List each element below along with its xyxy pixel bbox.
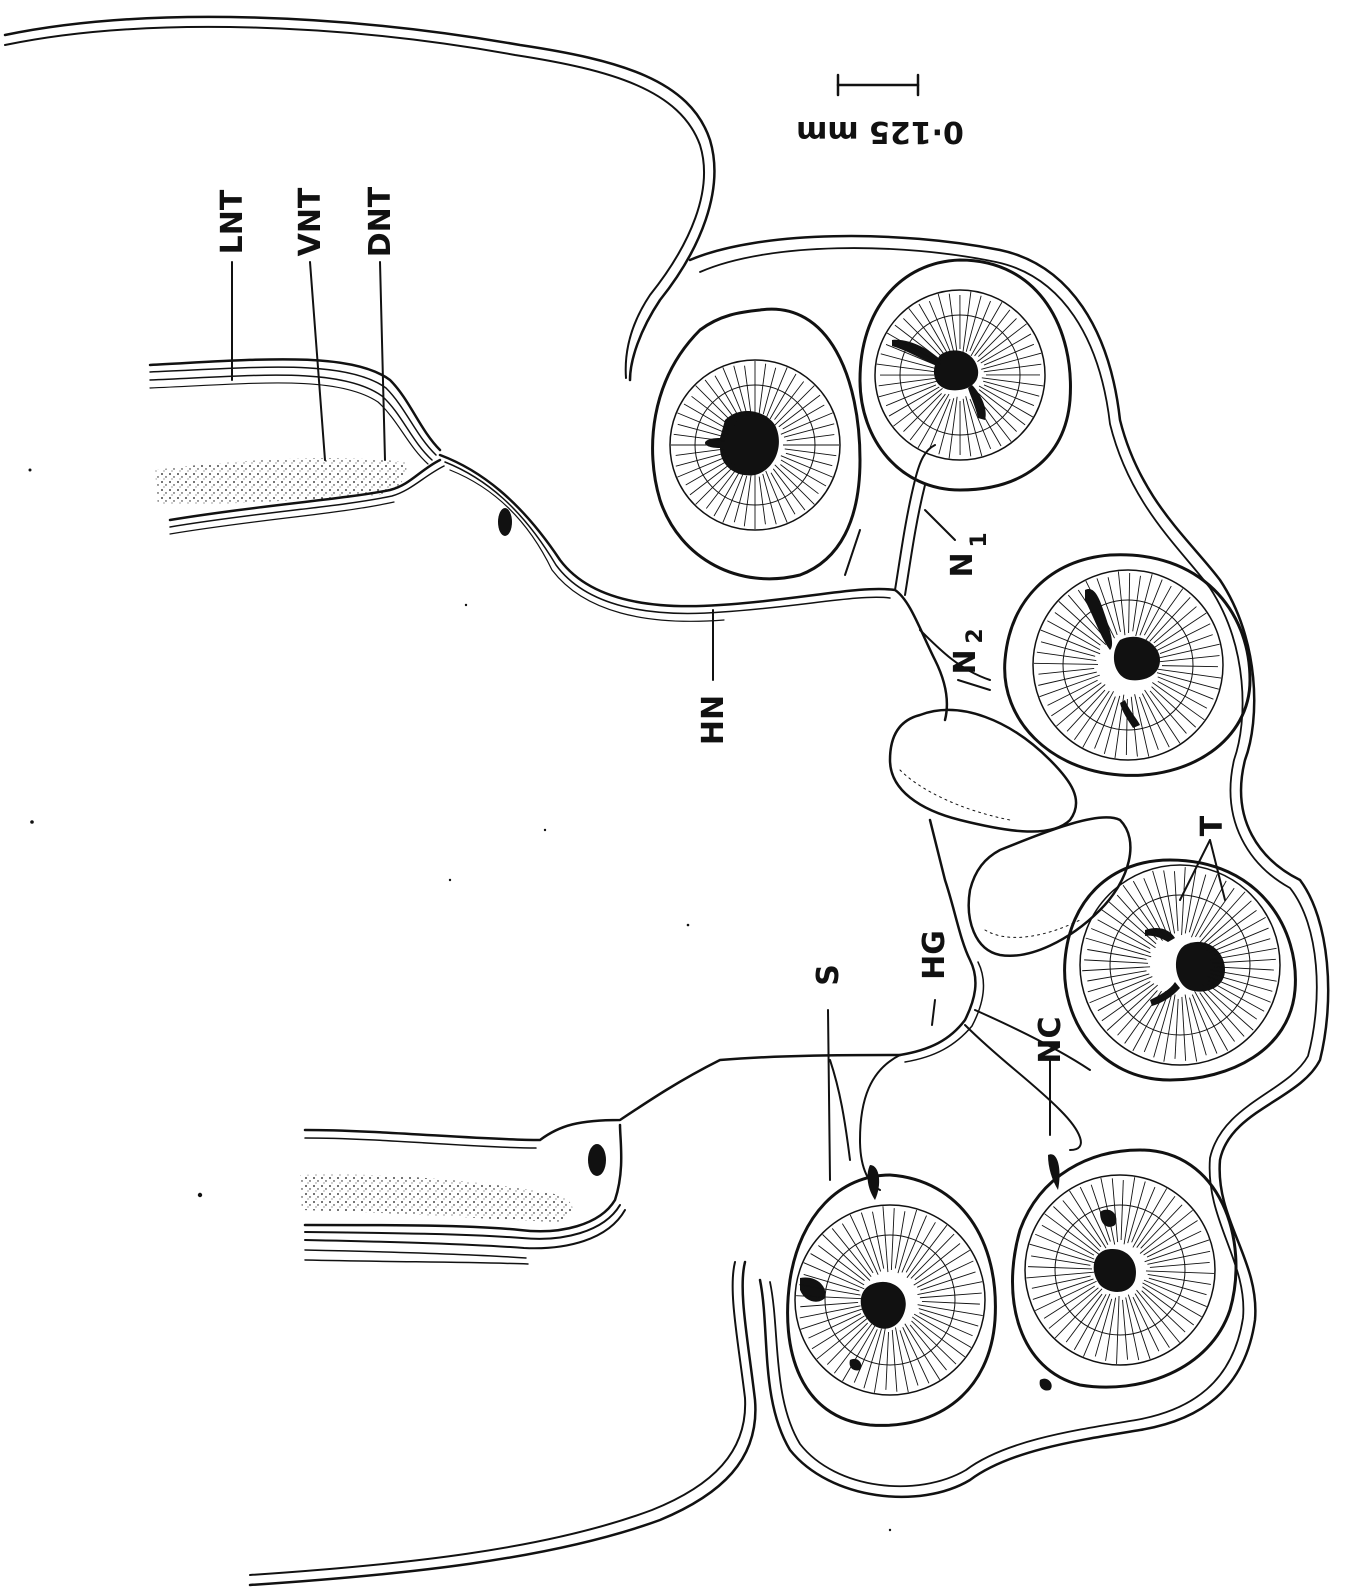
scan-specks bbox=[29, 469, 892, 1532]
tentacle-bulb-6 bbox=[788, 1165, 996, 1425]
label-n2: N bbox=[948, 649, 983, 674]
label-vnt: VNT bbox=[293, 187, 328, 256]
cartilage-plates bbox=[890, 710, 1130, 956]
upper-stippled-tract bbox=[155, 458, 406, 505]
label-dnt: DNT bbox=[363, 186, 398, 257]
label-t: T bbox=[1195, 815, 1230, 836]
lower-nerve-trunks bbox=[305, 1055, 900, 1264]
tentacle-bulb-5 bbox=[1013, 1150, 1237, 1391]
label-n1: N bbox=[945, 552, 980, 577]
tentacle-bulb-1 bbox=[653, 309, 860, 579]
label-hn: HN bbox=[696, 695, 731, 745]
label-hg: HG bbox=[917, 930, 952, 980]
label-s: S bbox=[811, 964, 846, 986]
capsule-membrane bbox=[690, 236, 1328, 1497]
lower-stippled-tract bbox=[300, 1174, 573, 1222]
scale-bar-label: 0·125 mm bbox=[796, 114, 964, 149]
upper-nerve-trunks bbox=[150, 359, 444, 534]
label-nc: NC bbox=[1033, 1016, 1068, 1063]
label-n2-subscript: 2 bbox=[963, 628, 988, 643]
label-n1-subscript: 1 bbox=[967, 532, 992, 547]
tentacle-bulb-3 bbox=[1005, 555, 1250, 776]
label-lnt: LNT bbox=[215, 189, 250, 254]
hemi-nerve-upper bbox=[440, 455, 947, 720]
scale-bar bbox=[838, 75, 918, 95]
